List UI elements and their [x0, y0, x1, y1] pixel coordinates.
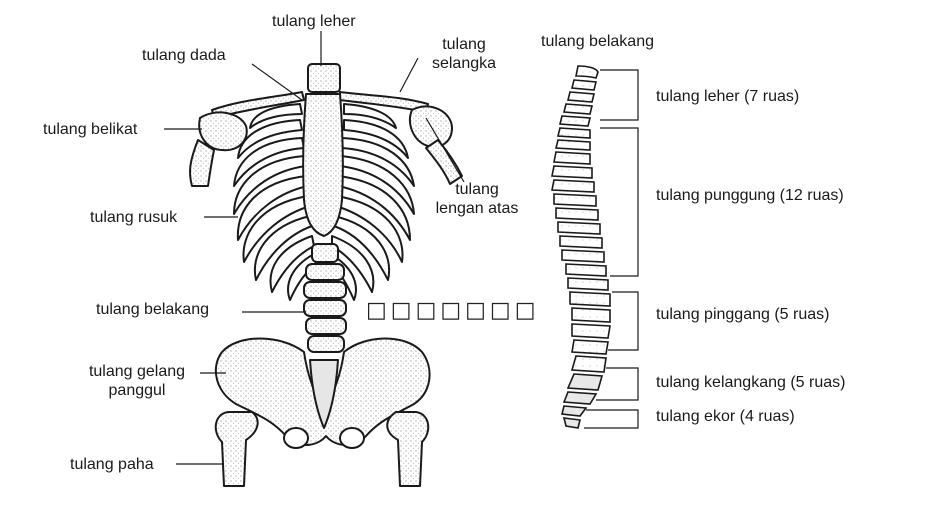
right-humerus: [425, 139, 463, 185]
pelvis: [214, 337, 431, 446]
placeholder-glyphs: □□□□□□□: [366, 298, 540, 323]
label-clavicle-line1: tulang: [442, 36, 486, 53]
label-pelvis: tulang gelang panggul: [72, 362, 202, 400]
sternum: [302, 93, 344, 237]
left-ribs: [233, 103, 317, 301]
label-femur: tulang paha: [70, 456, 154, 473]
label-sternum: tulang dada: [142, 47, 226, 64]
lumbar-vertebrae: [303, 243, 347, 353]
torso-leader-lines: [164, 31, 465, 465]
spine-section-lumbar: tulang pinggang (5 ruas): [656, 306, 830, 323]
label-humerus-line1: tulang: [455, 181, 499, 198]
label-pelvis-line1: tulang gelang: [88, 363, 186, 380]
spine-title: tulang belakang: [541, 33, 654, 50]
left-femur: [214, 411, 259, 487]
label-clavicle-line2: selangka: [431, 55, 497, 72]
sacrum: [309, 359, 339, 429]
label-spine: tulang belakang: [96, 301, 209, 318]
spine-side-view: [551, 65, 611, 429]
right-femur: [386, 411, 430, 487]
spine-section-sacral: tulang kelangkang (5 ruas): [656, 374, 846, 391]
neck-vertebrae: [307, 63, 341, 93]
torso-skeleton: [189, 63, 463, 487]
spine-brackets: [584, 69, 639, 429]
label-pelvis-line2: panggul: [108, 382, 166, 399]
spine-section-coccyx: tulang ekor (4 ruas): [656, 408, 795, 425]
label-ribs: tulang rusuk: [90, 209, 178, 226]
label-humerus: tulang lengan atas: [424, 180, 530, 218]
label-clavicle: tulang selangka: [424, 35, 504, 73]
label-humerus-line2: lengan atas: [435, 200, 519, 217]
label-neck: tulang leher: [272, 13, 356, 30]
spine-section-thoracic: tulang punggung (12 ruas): [656, 187, 844, 204]
left-humerus: [189, 139, 215, 187]
label-scapula: tulang belikat: [43, 121, 138, 138]
spine-section-cervical: tulang leher (7 ruas): [656, 88, 800, 105]
